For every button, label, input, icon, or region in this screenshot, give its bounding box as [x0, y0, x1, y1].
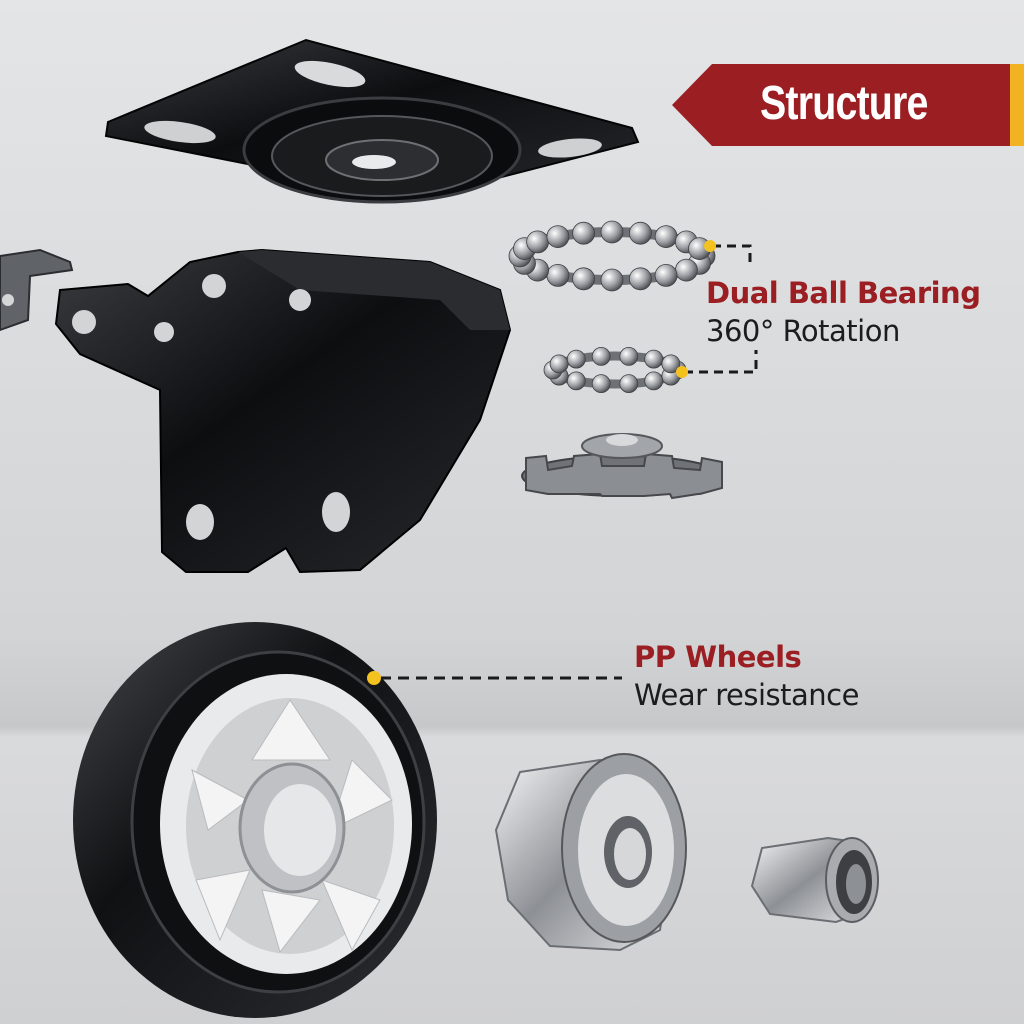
- wheel-bearing: [494, 753, 687, 952]
- bearing-ball: [566, 349, 586, 369]
- bearing-ball: [600, 220, 624, 244]
- structure-banner: Structure: [672, 64, 1024, 146]
- bearing-ball: [549, 354, 569, 374]
- bearing-ball: [654, 263, 678, 287]
- bearing-ball: [572, 221, 595, 245]
- bearing-ball: [644, 349, 664, 369]
- wheels-title: PP Wheels: [634, 640, 802, 674]
- bearing-ball: [600, 268, 624, 292]
- large-ring-balls: [508, 220, 716, 292]
- bearing-ball: [546, 225, 570, 249]
- wheel-dot: [367, 671, 381, 685]
- bearing-leader-lines: [684, 244, 758, 374]
- bearing-ball: [546, 263, 570, 287]
- star-washer: [521, 433, 723, 500]
- bearing-ball: [619, 346, 639, 366]
- bearing-ball: [566, 371, 586, 391]
- bearing-ball: [526, 230, 549, 254]
- bearing-ball: [675, 258, 698, 282]
- bearing-subtitle: 360° Rotation: [706, 314, 900, 348]
- bearing-dot-bottom: [676, 366, 688, 378]
- bearing-title: Dual Ball Bearing: [706, 276, 981, 310]
- bearing-ball: [661, 354, 681, 374]
- pp-wheel: [73, 622, 437, 1018]
- fork-bracket: [54, 248, 512, 574]
- top-plate: [104, 38, 640, 204]
- bearing-ball: [644, 371, 664, 391]
- bearing-dot-top: [704, 240, 716, 252]
- axle-sleeve: [750, 836, 879, 924]
- bearing-ball: [591, 346, 611, 366]
- banner-title: Structure: [760, 77, 928, 130]
- left-edge-bracket: [0, 248, 74, 332]
- bearing-ball: [654, 225, 678, 249]
- bearing-ball: [629, 267, 652, 291]
- wheels-subtitle: Wear resistance: [634, 678, 859, 712]
- bearing-ball: [619, 374, 639, 394]
- bearing-ball: [591, 374, 611, 394]
- bearing-ball: [572, 267, 595, 291]
- bearing-ball: [629, 221, 652, 245]
- small-ring-balls: [543, 346, 687, 394]
